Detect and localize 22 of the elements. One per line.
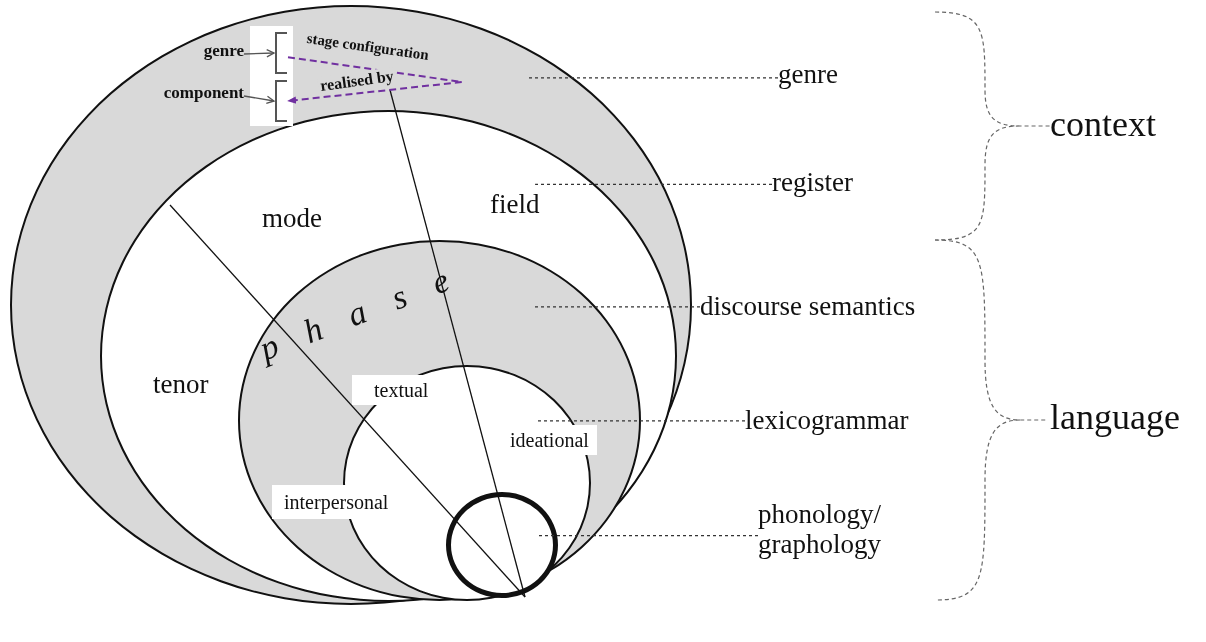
stratum-label: genre (778, 60, 838, 90)
leader-line (534, 183, 773, 185)
bracket (274, 80, 288, 122)
stratum-label: field (490, 190, 540, 220)
inset-label: genre (186, 42, 244, 66)
leader-line (527, 77, 779, 79)
arrow (287, 56, 463, 104)
leader-line (536, 534, 759, 537)
arrow (243, 95, 275, 105)
leader-line (534, 306, 701, 308)
stratum-label: lexicogrammar (745, 406, 909, 436)
stratum-group-label: context (1050, 105, 1156, 145)
stratum-group-label: language (1050, 398, 1180, 438)
inset-label: component (126, 84, 244, 108)
stratum-label: tenor (153, 370, 209, 400)
stratum-label: discourse semantics (700, 292, 916, 322)
annotation-label: stage configuration (305, 30, 430, 64)
arrow (243, 48, 275, 58)
stratum-label: register (772, 168, 853, 198)
stratum-label: mode (262, 204, 322, 234)
stratum-label: phonology/ graphology (758, 500, 938, 560)
bracket (274, 32, 288, 74)
